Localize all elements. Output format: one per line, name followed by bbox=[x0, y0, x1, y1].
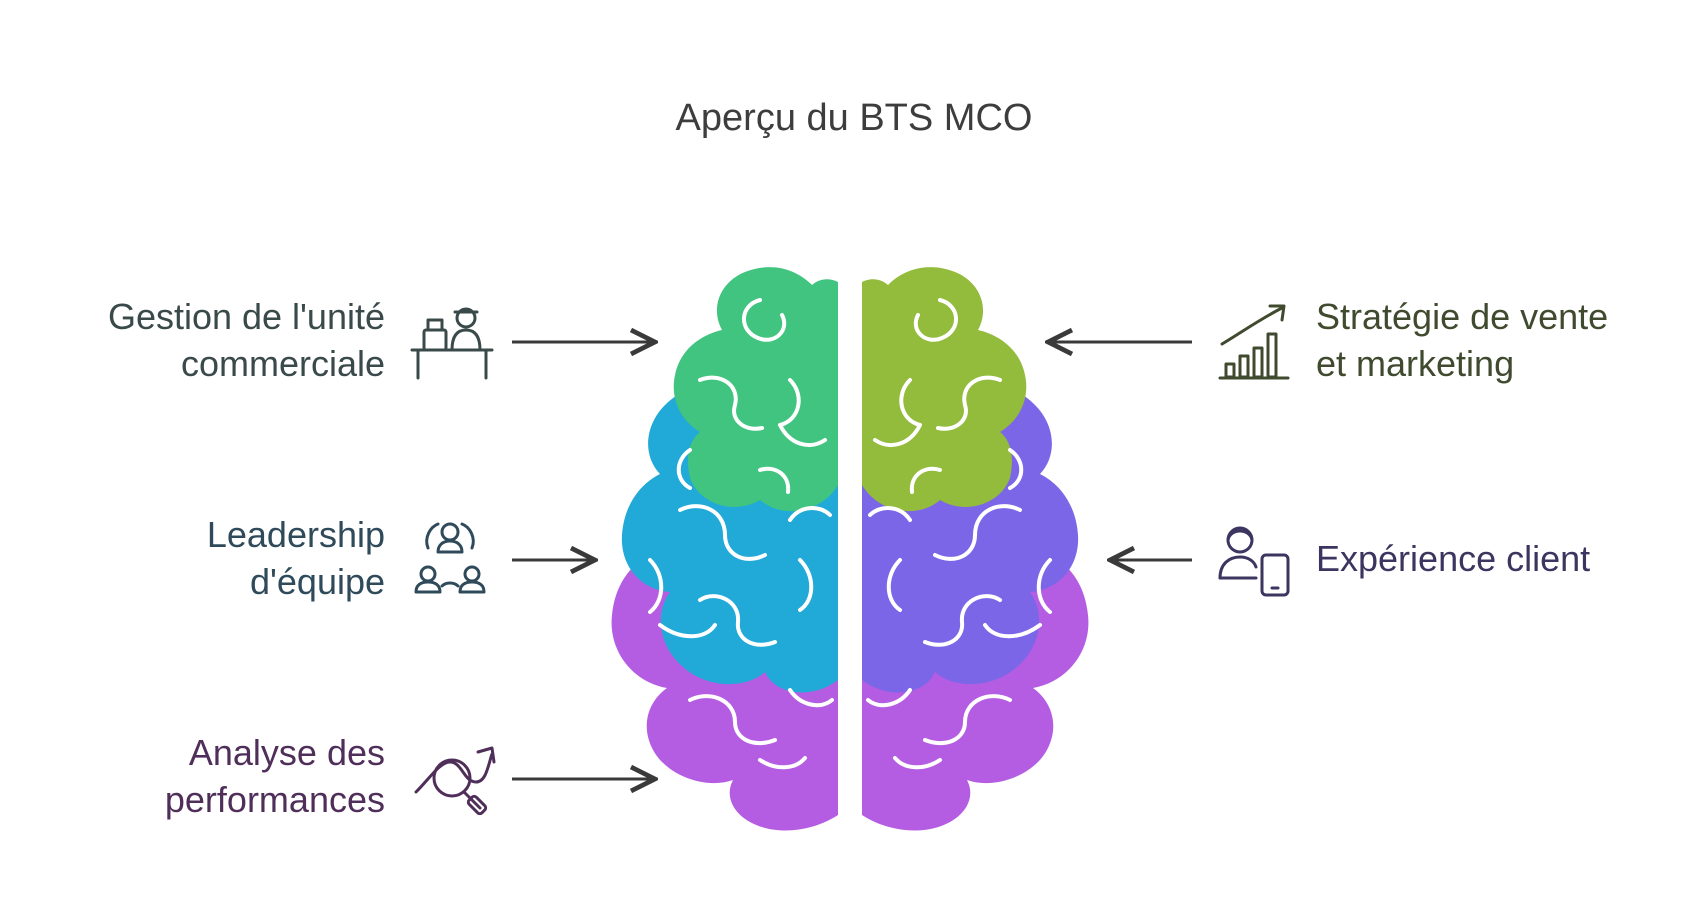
analytics-magnifier-icon bbox=[414, 746, 496, 816]
brain-region-strategie bbox=[862, 267, 1027, 512]
page-title: Aperçu du BTS MCO bbox=[675, 97, 1033, 139]
growth-chart-icon bbox=[1218, 304, 1290, 380]
brain-region-gestion bbox=[673, 267, 838, 512]
label-analyse: Analyse des performances bbox=[40, 729, 385, 823]
team-leader-icon bbox=[414, 522, 486, 594]
label-experience: Expérience client bbox=[1316, 535, 1696, 582]
brain-left-hemisphere bbox=[611, 267, 838, 831]
label-strategie: Stratégie de vente et marketing bbox=[1316, 293, 1696, 387]
label-line: Stratégie de vente bbox=[1316, 296, 1609, 337]
label-line: Gestion de l'unité bbox=[107, 296, 385, 337]
label-line: et marketing bbox=[1316, 343, 1515, 384]
cashier-desk-icon bbox=[410, 307, 494, 380]
label-line: performances bbox=[164, 779, 385, 820]
label-line: commerciale bbox=[180, 343, 385, 384]
label-gestion: Gestion de l'unité commerciale bbox=[40, 293, 385, 387]
label-line: d'équipe bbox=[250, 561, 385, 602]
label-leadership: Leadership d'équipe bbox=[40, 511, 385, 605]
brain-right-hemisphere bbox=[862, 267, 1089, 831]
customer-mobile-icon bbox=[1218, 526, 1290, 597]
label-line: Leadership bbox=[206, 514, 385, 555]
label-line: Analyse des bbox=[188, 732, 385, 773]
label-line: Expérience client bbox=[1316, 538, 1591, 579]
arrows bbox=[512, 342, 1192, 779]
